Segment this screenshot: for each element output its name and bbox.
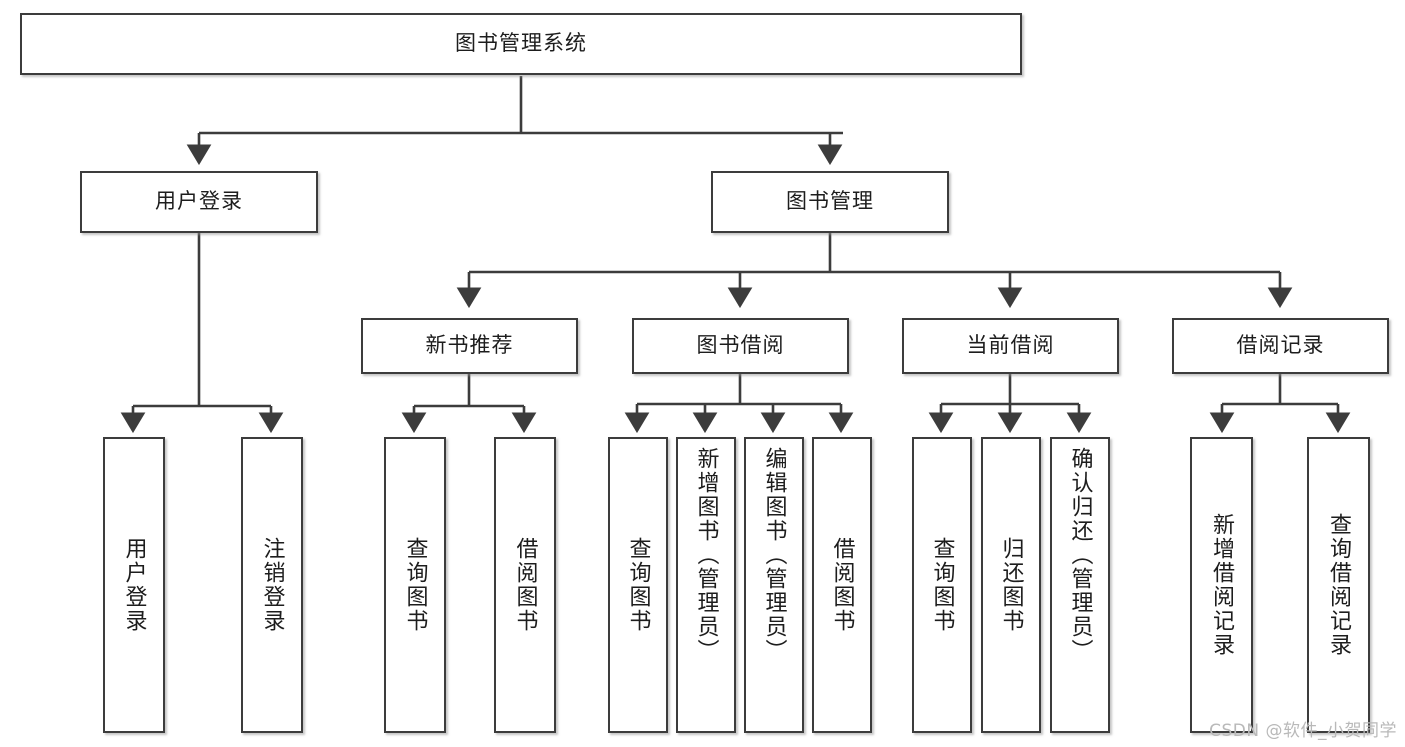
node-label: 归还图书 (998, 537, 1024, 633)
node-leaf-query-book-borrow[interactable]: 查询图书 (608, 437, 668, 733)
node-leaf-query-book-recommend[interactable]: 查询图书 (384, 437, 446, 733)
node-leaf-query-borrow-record[interactable]: 查询借阅记录 (1307, 437, 1370, 733)
node-leaf-query-book-current[interactable]: 查询图书 (912, 437, 972, 733)
node-book-borrow[interactable]: 图书借阅 (632, 318, 849, 374)
node-leaf-logout[interactable]: 注销登录 (241, 437, 303, 733)
node-new-book-recommend[interactable]: 新书推荐 (361, 318, 578, 374)
node-label: 查询借阅记录 (1326, 513, 1352, 657)
node-label: 图书管理系统 (455, 31, 587, 56)
node-label: 图书管理 (786, 189, 874, 214)
node-current-borrow[interactable]: 当前借阅 (902, 318, 1119, 374)
node-leaf-edit-book-admin[interactable]: 编辑图书（管理员） (744, 437, 804, 733)
node-label: 新增借阅记录 (1209, 513, 1235, 657)
node-label: 新书推荐 (425, 333, 514, 358)
node-label: 用户登录 (155, 189, 243, 214)
node-label: 查询图书 (929, 537, 955, 633)
node-book-management[interactable]: 图书管理 (711, 171, 949, 233)
node-label: 编辑图书（管理员） (761, 447, 787, 663)
node-label: 当前借阅 (966, 333, 1055, 358)
node-label: 新增图书（管理员） (693, 447, 719, 663)
node-label: 注销登录 (259, 537, 285, 633)
node-leaf-add-borrow-record[interactable]: 新增借阅记录 (1190, 437, 1253, 733)
node-leaf-add-book-admin[interactable]: 新增图书（管理员） (676, 437, 736, 733)
node-label: 借阅图书 (512, 537, 538, 633)
node-user-login[interactable]: 用户登录 (80, 171, 318, 233)
node-leaf-return-book[interactable]: 归还图书 (981, 437, 1041, 733)
node-label: 用户登录 (121, 537, 147, 633)
csdn-watermark: CSDN @软件_小贺同学 (1209, 721, 1397, 741)
node-label: 确认归还（管理员） (1067, 447, 1093, 663)
node-label: 查询图书 (402, 537, 428, 633)
node-leaf-confirm-return-admin[interactable]: 确认归还（管理员） (1050, 437, 1110, 733)
node-label: 借阅图书 (829, 537, 855, 633)
node-label: 借阅记录 (1236, 333, 1325, 358)
node-root-book-management-system[interactable]: 图书管理系统 (20, 13, 1022, 75)
node-borrow-record[interactable]: 借阅记录 (1172, 318, 1389, 374)
node-leaf-borrow-book-recommend[interactable]: 借阅图书 (494, 437, 556, 733)
node-label: 查询图书 (625, 537, 651, 633)
node-leaf-borrow-book[interactable]: 借阅图书 (812, 437, 872, 733)
node-label: 图书借阅 (696, 333, 785, 358)
node-leaf-user-login[interactable]: 用户登录 (103, 437, 165, 733)
